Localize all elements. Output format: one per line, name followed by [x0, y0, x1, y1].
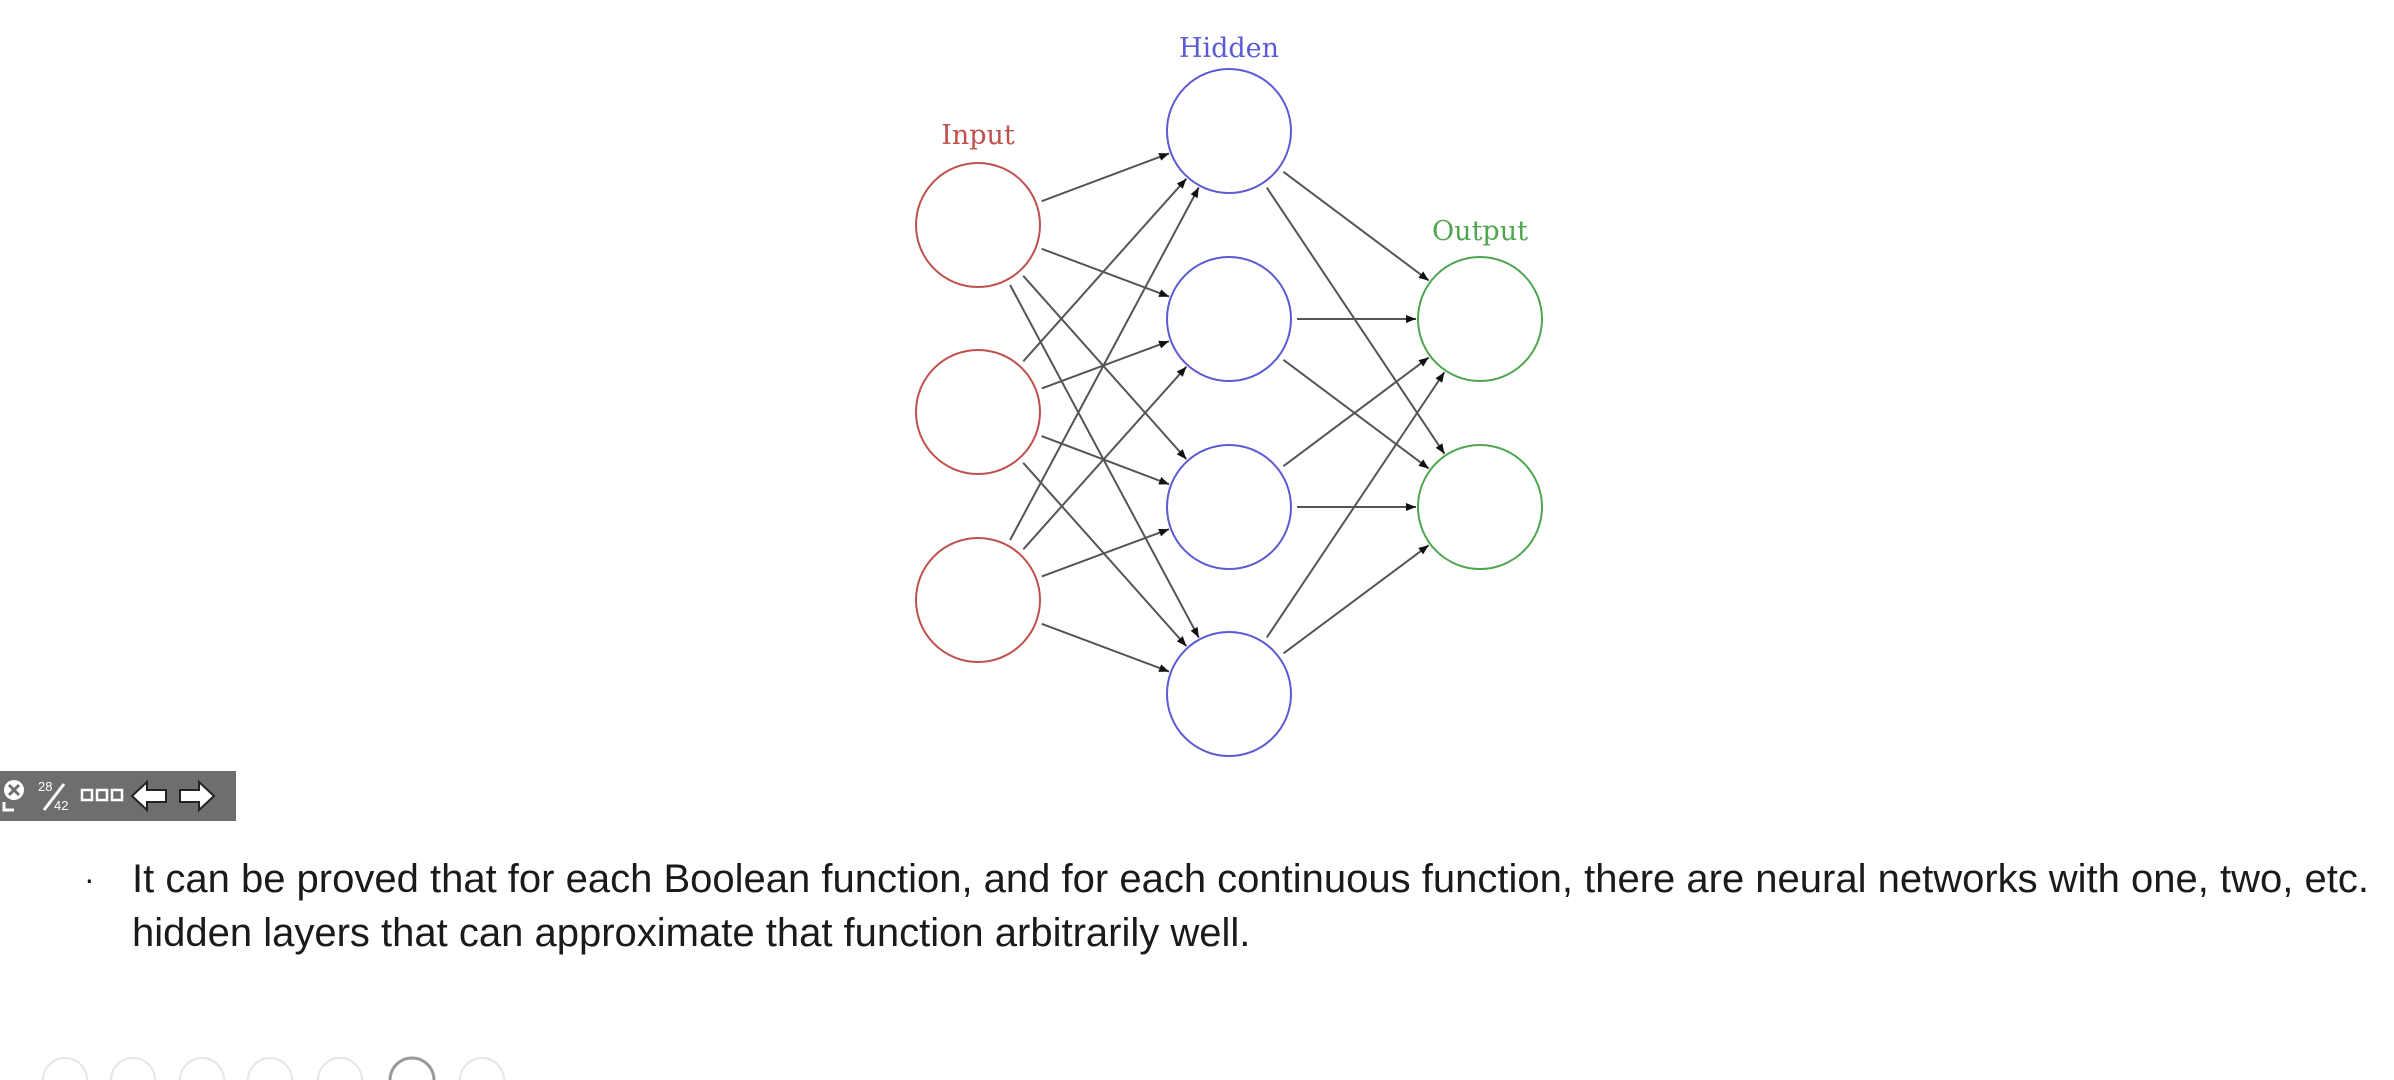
input-layer-label: Input — [941, 120, 1015, 151]
output-node-1 — [1417, 256, 1543, 382]
edge-hidden-1-to-output-1 — [1282, 170, 1430, 282]
edge-input-1-to-hidden-4 — [1009, 284, 1200, 639]
edge-hidden-1-to-output-2 — [1265, 187, 1446, 455]
hidden-node-1 — [1166, 68, 1292, 194]
bottom-slide-dots — [42, 1056, 505, 1080]
input-node-3 — [915, 537, 1041, 663]
slide-dot[interactable] — [110, 1057, 156, 1080]
next-arrow-icon[interactable] — [176, 776, 216, 816]
hidden-node-3 — [1166, 444, 1292, 570]
edge-input-2-to-hidden-4 — [1022, 462, 1188, 647]
bullet-text: It can be proved that for each Boolean f… — [132, 857, 2369, 955]
edge-input-3-to-hidden-2 — [1022, 366, 1188, 550]
page-current: 28 — [38, 779, 53, 794]
neural-network-diagram: Input Hidden Output — [915, 33, 1543, 757]
slide-dot[interactable] — [247, 1057, 293, 1080]
input-node-1 — [915, 162, 1041, 288]
exit-presentation-icon[interactable] — [0, 776, 28, 816]
edge-hidden-2-to-output-2 — [1282, 358, 1430, 470]
hidden-layer-label: Hidden — [1179, 33, 1279, 64]
page-total: 42 — [54, 798, 69, 813]
edge-hidden-4-to-output-1 — [1265, 371, 1446, 639]
bullet-symbol: · — [84, 861, 95, 897]
edge-hidden-3-to-output-1 — [1282, 356, 1430, 468]
connection-edges — [1009, 152, 1446, 673]
edge-input-3-to-hidden-4 — [1041, 622, 1170, 673]
page-counter: 28 42 — [34, 776, 74, 816]
slide-dot[interactable] — [317, 1057, 363, 1080]
output-layer-label: Output — [1432, 216, 1528, 247]
slide-dot[interactable] — [179, 1057, 225, 1080]
slide-navigation-toolbar: 28 42 — [0, 771, 236, 821]
edge-input-1-to-hidden-3 — [1022, 275, 1188, 460]
edge-input-2-to-hidden-2 — [1041, 340, 1170, 390]
edge-input-3-to-hidden-3 — [1041, 528, 1170, 578]
input-node-2 — [915, 349, 1041, 475]
previous-arrow-icon[interactable] — [130, 776, 170, 816]
slide-dot[interactable] — [42, 1057, 88, 1080]
grid-view-icon[interactable] — [80, 776, 124, 816]
slide-dot-active[interactable] — [388, 1056, 436, 1080]
edge-input-3-to-hidden-1 — [1009, 186, 1200, 541]
hidden-node-2 — [1166, 256, 1292, 382]
edge-hidden-4-to-output-2 — [1282, 544, 1430, 655]
edge-input-1-to-hidden-2 — [1041, 247, 1170, 298]
output-node-2 — [1417, 444, 1543, 570]
edge-input-2-to-hidden-1 — [1022, 178, 1188, 362]
hidden-node-4 — [1166, 631, 1292, 757]
network-nodes — [915, 68, 1543, 757]
slide-dot[interactable] — [459, 1057, 505, 1080]
edge-input-1-to-hidden-1 — [1041, 152, 1170, 203]
edge-input-2-to-hidden-3 — [1041, 435, 1170, 486]
